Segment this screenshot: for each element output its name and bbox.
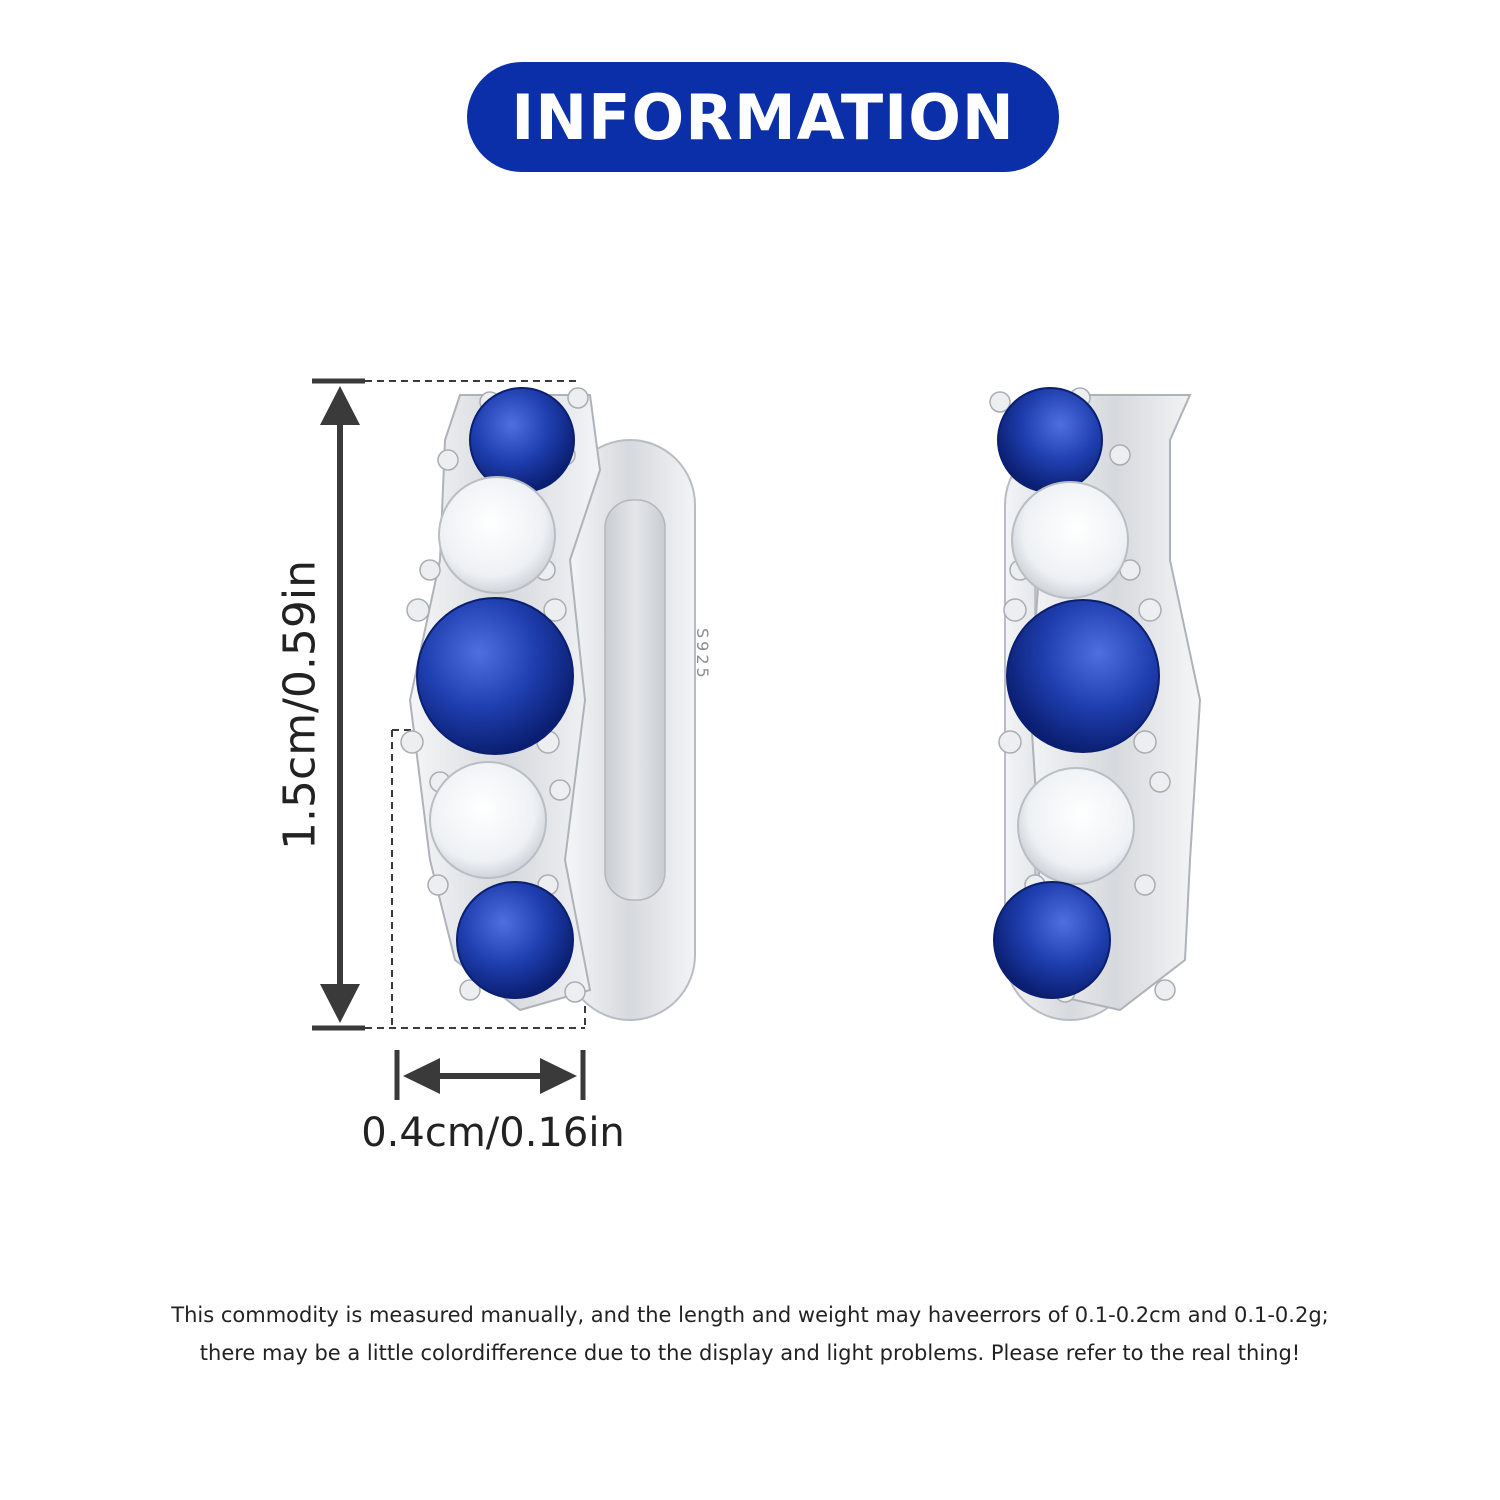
disclaimer-line-1: This commodity is measured manually, and… — [171, 1303, 1329, 1327]
banner-title: INFORMATION — [511, 80, 1015, 154]
height-measurement-label: 1.5cm/0.59in — [274, 560, 326, 850]
measurement-disclaimer: This commodity is measured manually, and… — [60, 1296, 1440, 1372]
crystal-gem — [429, 761, 547, 879]
arrow-down-icon — [320, 984, 360, 1023]
sapphire-gem — [1006, 599, 1160, 753]
crystal-gem — [1011, 481, 1129, 599]
arrow-right-icon — [540, 1058, 577, 1094]
information-banner: INFORMATION — [467, 62, 1059, 172]
disclaimer-line-2: there may be a little colordifference du… — [199, 1341, 1301, 1365]
sapphire-gem — [416, 597, 574, 755]
sapphire-gem — [997, 387, 1103, 493]
crystal-gem — [438, 476, 556, 594]
arrow-up-icon — [320, 386, 360, 425]
right-earring — [989, 387, 1202, 1021]
sapphire-gem — [456, 881, 574, 999]
arrow-left-icon — [403, 1058, 440, 1094]
sapphire-gem — [993, 881, 1111, 999]
crystal-gem — [1017, 767, 1135, 885]
s925-stamp: S925 — [693, 628, 712, 681]
width-measurement-label: 0.4cm/0.16in — [361, 1110, 625, 1156]
sapphire-gem — [469, 387, 575, 493]
left-earring: S925 — [400, 387, 712, 1021]
height-dimension — [312, 378, 585, 1031]
